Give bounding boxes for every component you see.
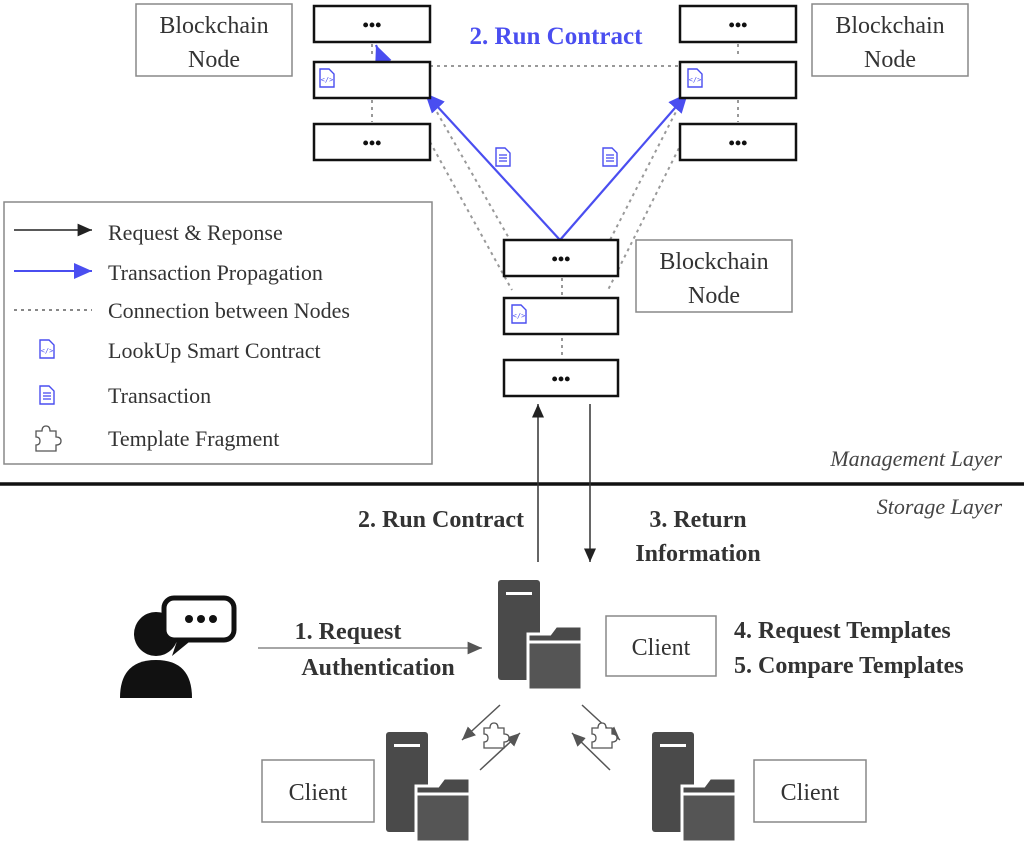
main-client-label: Client xyxy=(632,635,691,661)
request-auth-label: 1. Request xyxy=(295,619,402,645)
block-dots: ••• xyxy=(363,15,382,35)
top-run-contract-label: 2. Run Contract xyxy=(470,23,644,50)
puzzle-icon xyxy=(591,722,618,749)
right-node-label-box xyxy=(811,3,969,77)
contract-icon xyxy=(39,339,55,359)
return-info-label: 3. Return xyxy=(649,507,746,533)
transaction-icon xyxy=(495,147,511,167)
legend-label: Template Fragment xyxy=(108,426,279,451)
block-dots: ••• xyxy=(729,15,748,35)
fragment-exchange-left xyxy=(461,704,521,771)
transaction-icon xyxy=(39,385,55,405)
request-templates-label: 4. Request Templates xyxy=(734,618,951,644)
center-node-label: Blockchain xyxy=(659,249,768,275)
left-client-box xyxy=(261,759,375,823)
run-contract-label: 2. Run Contract xyxy=(358,507,524,533)
block-dots: ••• xyxy=(552,369,571,389)
right-node-label: Blockchain xyxy=(835,13,944,39)
left-node-label: Blockchain xyxy=(159,13,268,39)
center-node-label: Node xyxy=(688,283,740,309)
center-node-label-box xyxy=(635,239,793,313)
legend-label: Transaction xyxy=(108,383,211,408)
puzzle-icon xyxy=(483,722,510,749)
return-info-label: Information xyxy=(635,541,760,567)
block-dots: ••• xyxy=(552,249,571,269)
center-node-chain xyxy=(502,238,620,398)
block-dots: ••• xyxy=(363,133,382,153)
transaction-propagation xyxy=(374,44,689,241)
block-dots: ••• xyxy=(729,133,748,153)
left-node-label: Node xyxy=(188,47,240,73)
transaction-icon xyxy=(602,147,618,167)
main-server-icon xyxy=(496,578,584,692)
right-node-label: Node xyxy=(864,47,916,73)
user-icon xyxy=(120,595,237,698)
right-client-label: Client xyxy=(781,780,840,806)
left-node-label-box xyxy=(135,3,293,77)
compare-templates-label: 5. Compare Templates xyxy=(734,653,964,679)
node-connections xyxy=(371,44,739,358)
left-server-icon xyxy=(384,730,472,844)
right-node-chain xyxy=(678,4,798,162)
legend-box xyxy=(3,201,433,465)
legend-label: Request & Reponse xyxy=(108,220,283,245)
left-client-label: Client xyxy=(289,780,348,806)
right-client-box xyxy=(753,759,867,823)
legend-label: LookUp Smart Contract xyxy=(108,338,321,363)
management-layer-label: Management Layer xyxy=(829,446,1002,471)
storage-layer-label: Storage Layer xyxy=(877,494,1003,519)
request-auth-label: Authentication xyxy=(301,655,454,681)
legend-label: Transaction Propagation xyxy=(108,260,323,285)
left-node-chain xyxy=(312,4,432,162)
legend-label: Connection between Nodes xyxy=(108,298,350,323)
right-server-icon xyxy=(650,730,738,844)
main-client-box xyxy=(605,615,717,677)
